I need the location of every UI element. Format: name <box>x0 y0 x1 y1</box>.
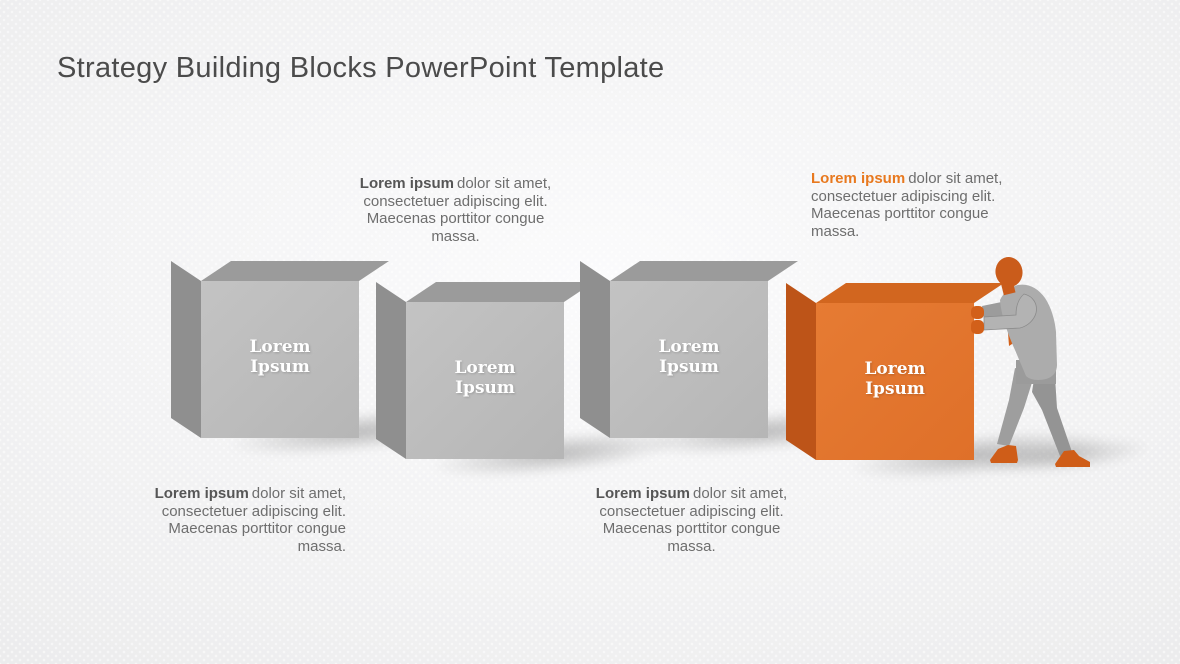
figure-front-leg <box>997 368 1035 446</box>
figure-back-leg <box>1032 373 1072 456</box>
block-1-left-face <box>171 261 201 438</box>
figure-back-shoe <box>1055 450 1090 467</box>
figure-head <box>995 257 1023 287</box>
caption-body: dolor sit amet, consectetuer adipiscing … <box>811 170 1003 240</box>
block-4-left-face <box>786 283 816 460</box>
caption-body: dolor sit amet, consectetuer adipiscing … <box>363 175 552 245</box>
caption-lead: Lorem ipsum <box>154 485 249 502</box>
figure-lower-hand <box>971 320 984 334</box>
figure-front-shoe <box>990 445 1018 463</box>
caption-body: dolor sit amet, consectetuer adipiscing … <box>161 485 346 555</box>
caption-lead: Lorem ipsum <box>595 485 690 502</box>
figure-near-arm <box>983 293 1037 331</box>
page-title: Strategy Building Blocks PowerPoint Temp… <box>57 52 665 84</box>
caption-body: dolor sit amet, consectetuer adipiscing … <box>599 485 788 555</box>
businessman-pushing-block-figure <box>971 257 1090 467</box>
block-3-left-face <box>580 261 610 438</box>
block-2-left-face <box>376 282 406 459</box>
figure-upper-hand <box>971 306 984 319</box>
figure-jacket <box>1000 284 1057 380</box>
block-2-top-face <box>406 282 595 302</box>
caption-lead: Lorem ipsum <box>359 175 454 192</box>
block-3-top-face <box>610 261 799 281</box>
caption-lead: Lorem ipsum <box>811 170 906 187</box>
block-1-top-face <box>201 261 390 281</box>
